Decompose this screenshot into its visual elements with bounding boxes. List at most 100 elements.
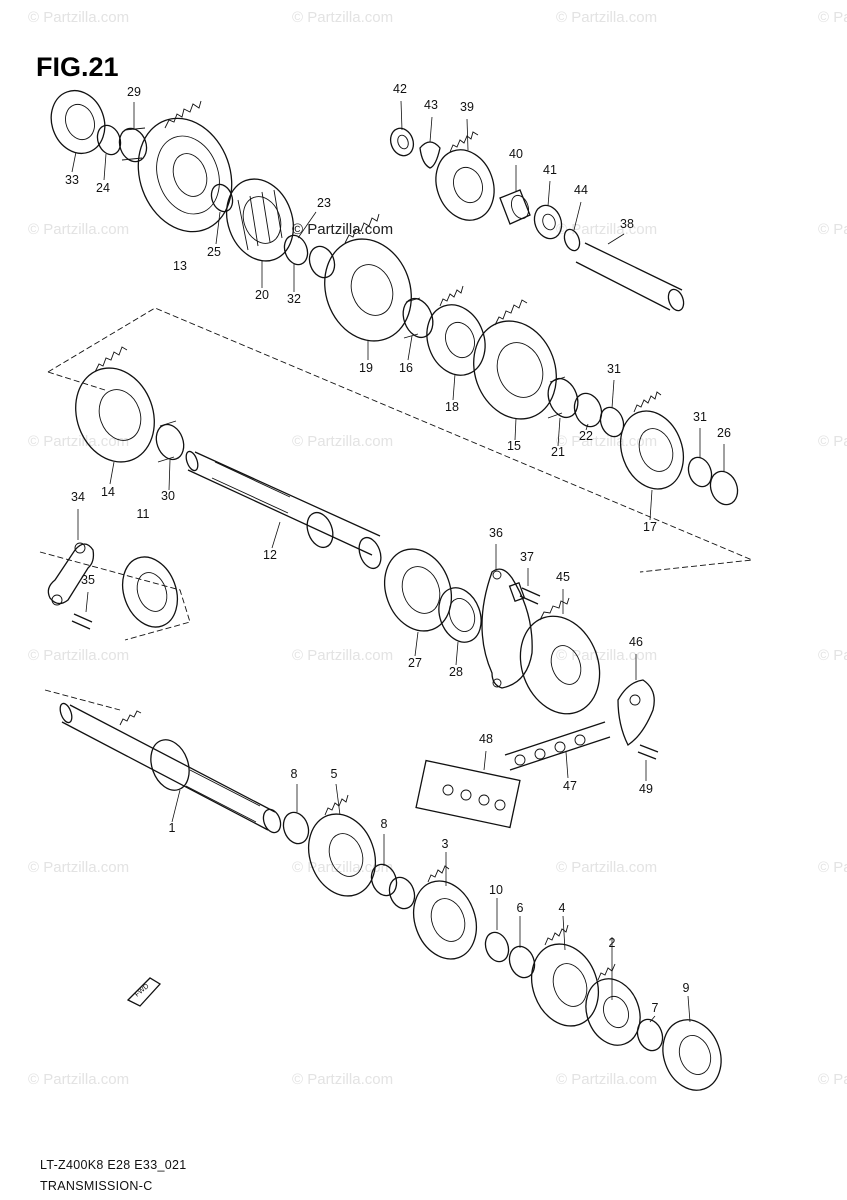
leader-line-35 — [85, 591, 89, 613]
part-callout-21: 21 — [551, 445, 565, 459]
part-callout-43: 43 — [424, 98, 438, 112]
part-callouts: 1234567889101112131415161718192021222324… — [65, 82, 731, 1023]
watermark-text: © Partzilla.com — [292, 859, 393, 876]
part-callout-23: 23 — [317, 196, 331, 210]
part-callout-37: 37 — [520, 550, 534, 564]
part-callout-48: 48 — [479, 732, 493, 746]
watermark-text: © Partzilla.com — [556, 433, 657, 450]
part-callout-34: 34 — [71, 490, 85, 504]
upper-right-group — [389, 127, 685, 312]
part-callout-33: 33 — [65, 173, 79, 187]
site-label: © Partzilla.com — [292, 221, 393, 238]
leader-line-1 — [171, 789, 181, 823]
middle-gear-group — [324, 213, 739, 506]
leader-line-16 — [407, 335, 413, 361]
watermark-text: © Partzilla.com — [818, 9, 847, 26]
part-callout-49: 49 — [639, 782, 653, 796]
part-callout-31: 31 — [693, 410, 707, 424]
part-callout-40: 40 — [509, 147, 523, 161]
part-callout-20: 20 — [255, 288, 269, 302]
part-callout-27: 27 — [408, 656, 422, 670]
model-code: LT-Z400K8 E28 E33_021 — [40, 1158, 187, 1172]
watermark-text: © Partzilla.com — [818, 859, 847, 876]
part-callout-18: 18 — [445, 400, 459, 414]
part-callout-7: 7 — [652, 1001, 659, 1015]
part-callout-29: 29 — [127, 85, 141, 99]
leader-line-28 — [455, 641, 459, 666]
watermark-text: © Partzilla.com — [818, 433, 847, 450]
part-callout-25: 25 — [207, 245, 221, 259]
part-callout-30: 30 — [161, 489, 175, 503]
watermark-text: © Partzilla.com — [556, 221, 657, 238]
fwd-arrow-icon: FWD — [126, 977, 162, 1007]
driveshaft-group-outline — [44, 689, 121, 711]
part-callout-19: 19 — [359, 361, 373, 375]
output-group — [384, 548, 659, 829]
part-callout-11: 11 — [137, 507, 150, 521]
part-callout-17: 17 — [643, 520, 657, 534]
part-callout-36: 36 — [489, 526, 503, 540]
leader-line-9 — [687, 995, 691, 1023]
part-callout-41: 41 — [543, 163, 557, 177]
leader-line-39 — [466, 118, 469, 151]
part-callout-15: 15 — [507, 439, 521, 453]
watermark-text: © Partzilla.com — [556, 1071, 657, 1088]
part-callout-24: 24 — [96, 181, 110, 195]
watermark-text: © Partzilla.com — [28, 647, 129, 664]
part-callout-4: 4 — [559, 901, 566, 915]
leader-line-4 — [562, 915, 566, 951]
upper-gear-group — [50, 89, 336, 279]
part-callout-8: 8 — [291, 767, 298, 781]
figure-title: FIG.21 — [36, 52, 119, 82]
leader-line-47 — [565, 751, 569, 779]
bracket-group — [47, 542, 179, 630]
watermark-text: © Partzilla.com — [292, 433, 393, 450]
leader-line-33 — [71, 151, 77, 173]
watermark-text: © Partzilla.com — [28, 1071, 129, 1088]
part-callout-44: 44 — [574, 183, 588, 197]
part-callout-9: 9 — [683, 981, 690, 995]
leader-line-22 — [585, 423, 589, 431]
watermark-text: © Partzilla.com — [556, 647, 657, 664]
leader-line-17 — [649, 489, 653, 521]
part-callout-38: 38 — [620, 217, 634, 231]
part-callout-16: 16 — [399, 361, 413, 375]
leader-line-38 — [607, 233, 625, 245]
leader-line-24 — [103, 153, 107, 181]
leader-line-23 — [297, 211, 317, 239]
leader-line-25 — [215, 211, 221, 245]
part-callout-31: 31 — [607, 362, 621, 376]
leader-line-12 — [271, 521, 281, 549]
part-callout-47: 47 — [563, 779, 577, 793]
drive-shaft-group — [59, 702, 722, 1091]
countershaft-group-outline-lower — [47, 371, 106, 391]
watermark-text: © Partzilla.com — [556, 859, 657, 876]
part-callout-8: 8 — [381, 817, 388, 831]
part-callout-13: 13 — [173, 259, 187, 273]
leader-line-7 — [649, 1015, 656, 1023]
watermark-text: © Partzilla.com — [28, 221, 129, 238]
watermark-text: © Partzilla.com — [556, 9, 657, 26]
part-callout-6: 6 — [517, 901, 524, 915]
watermark-text: © Partzilla.com — [292, 1071, 393, 1088]
part-callout-3: 3 — [442, 837, 449, 851]
leader-line-43 — [429, 116, 433, 143]
part-callout-46: 46 — [629, 635, 643, 649]
counter-shaft-group — [75, 346, 382, 570]
countershaft-group-outline — [47, 307, 754, 573]
watermark-layer: © Partzilla.com © Partzilla.com © Partzill… — [28, 9, 847, 1088]
part-callout-32: 32 — [287, 292, 301, 306]
leader-line-44 — [573, 201, 582, 231]
bracket-group-outline — [39, 551, 191, 641]
leader-line-5 — [335, 783, 341, 816]
part-callout-28: 28 — [449, 665, 463, 679]
part-callout-39: 39 — [460, 100, 474, 114]
part-callout-26: 26 — [717, 426, 731, 440]
leader-line-42 — [400, 100, 403, 131]
watermark-text: © Partzilla.com — [818, 647, 847, 664]
part-callout-1: 1 — [169, 821, 176, 835]
leader-line-21 — [557, 417, 561, 447]
watermark-text: © Partzilla.com — [292, 9, 393, 26]
section-name: TRANSMISSION-C — [40, 1179, 153, 1193]
